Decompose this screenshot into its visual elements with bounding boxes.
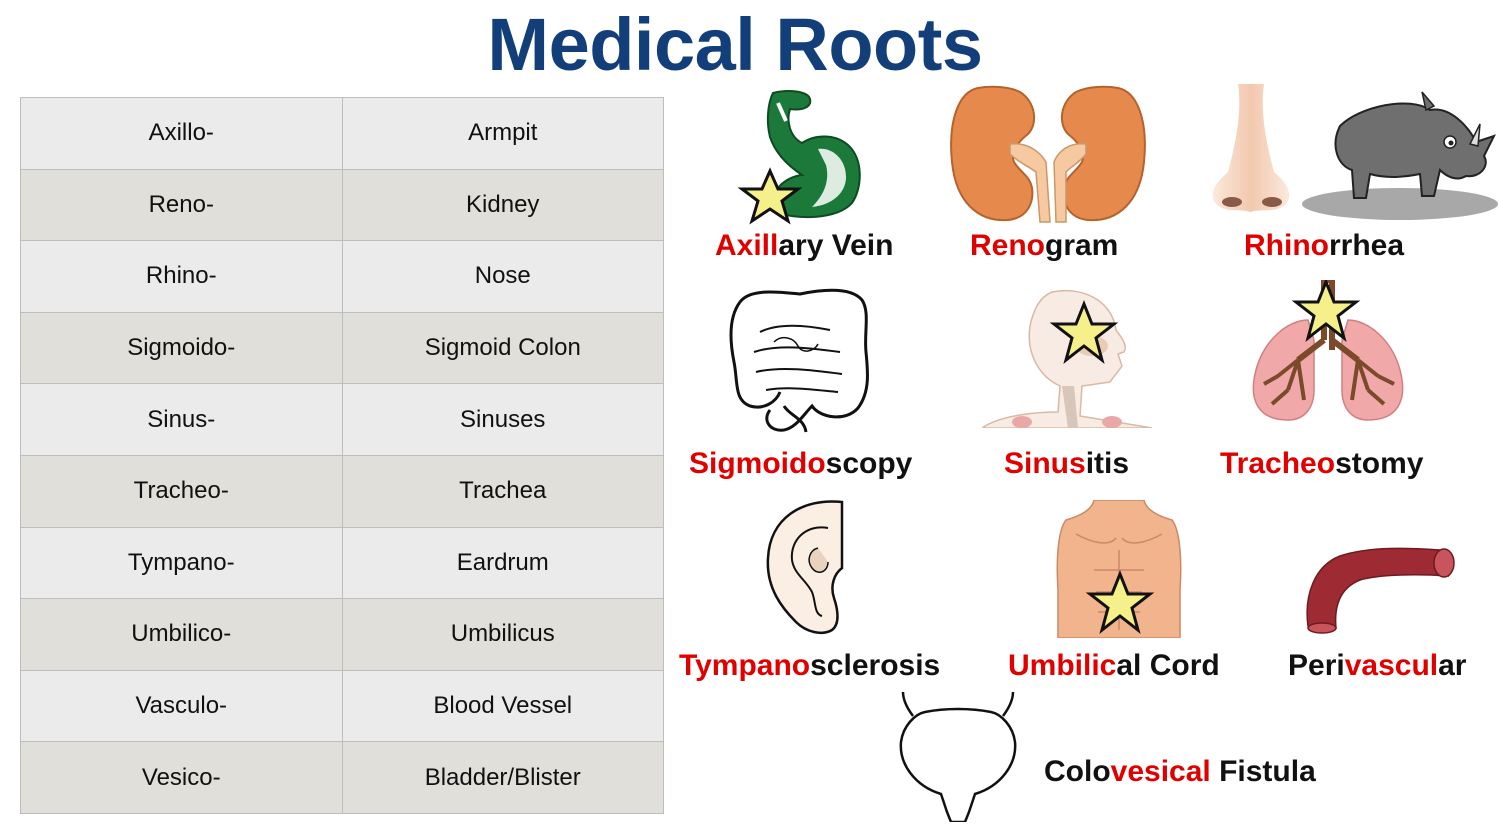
term-prefix: Colo (1044, 755, 1111, 788)
root-cell: Rhino- (20, 240, 343, 313)
meaning-cell: Umbilicus (341, 598, 664, 671)
ear-icon (766, 500, 844, 634)
term-axillary-vein: Axillary Vein (715, 228, 893, 264)
table-row: Vesico-Bladder/Blister (20, 741, 664, 814)
term-suffix: sclerosis (810, 649, 941, 682)
term-root: Axill (715, 229, 779, 262)
term-root: Tracheo (1220, 447, 1336, 480)
meaning-cell: Kidney (341, 168, 664, 242)
term-tracheostomy: Tracheostomy (1220, 446, 1423, 482)
term-suffix: Fistula (1210, 755, 1316, 788)
table-row: Vasculo-Blood Vessel (20, 669, 664, 743)
meaning-cell: Blood Vessel (341, 669, 664, 743)
term-root: Sigmoido (689, 447, 826, 480)
term-root: Reno (970, 229, 1045, 262)
root-cell: Reno- (20, 168, 343, 242)
table-row: Umbilico-Umbilicus (20, 598, 664, 671)
flexed-arm-icon (737, 90, 861, 225)
term-suffix: gram (1045, 229, 1119, 262)
table-row: Sinus-Sinuses (20, 383, 664, 456)
table-row: Rhino-Nose (20, 240, 664, 313)
root-cell: Vesico- (20, 741, 343, 814)
term-rhinorrhea: Rhinorrhea (1244, 228, 1404, 264)
table-row: Tympano-Eardrum (20, 526, 664, 600)
intestines-icon (729, 288, 870, 433)
rhinoceros-icon (1302, 91, 1498, 220)
root-cell: Umbilico- (20, 598, 343, 671)
table-row: Tracheo-Trachea (20, 454, 664, 528)
term-sigmoidoscopy: Sigmoidoscopy (689, 446, 912, 482)
term-root: vascul (1344, 649, 1439, 682)
meaning-cell: Sinuses (341, 383, 664, 456)
term-suffix: rrhea (1328, 229, 1405, 262)
term-perivascular: Perivascular (1288, 648, 1466, 684)
term-sinusitis: Sinusitis (1004, 446, 1129, 482)
root-cell: Sigmoido- (20, 311, 343, 385)
term-root: Umbilic (1008, 649, 1117, 682)
table-row: Axillo-Armpit (20, 97, 664, 170)
blood-vessel-icon (1306, 547, 1455, 634)
head-sinus-icon (982, 290, 1153, 428)
term-root: Tympano (679, 649, 811, 682)
root-cell: Axillo- (20, 97, 343, 170)
root-cell: Sinus- (20, 383, 343, 456)
meaning-cell: Nose (341, 240, 664, 313)
root-cell: Tracheo- (20, 454, 343, 528)
term-root: Sinus (1004, 447, 1086, 480)
torso-icon (1056, 500, 1182, 638)
meaning-cell: Bladder/Blister (341, 741, 664, 814)
term-colovesical-fistula: Colovesical Fistula (1044, 754, 1316, 790)
term-tympanosclerosis: Tympanosclerosis (679, 648, 940, 684)
meaning-cell: Armpit (341, 97, 664, 170)
meaning-cell: Eardrum (341, 526, 664, 600)
term-root: vesical (1110, 755, 1211, 788)
root-cell: Tympano- (20, 526, 343, 600)
term-renogram: Renogram (970, 228, 1118, 264)
page-title: Medical Roots (487, 3, 983, 86)
root-cell: Vasculo- (20, 669, 343, 743)
kidneys-icon (950, 85, 1146, 223)
term-root: Rhino (1244, 229, 1329, 262)
table-row: Reno-Kidney (20, 168, 664, 242)
term-suffix: al Cord (1116, 649, 1220, 682)
table-row: Sigmoido-Sigmoid Colon (20, 311, 664, 385)
term-umbilical-cord: Umbilical Cord (1008, 648, 1220, 684)
lungs-trachea-icon (1252, 280, 1404, 421)
meaning-cell: Sigmoid Colon (341, 311, 664, 385)
nose-icon (1212, 84, 1290, 212)
term-suffix: itis (1085, 447, 1130, 480)
meaning-cell: Trachea (341, 454, 664, 528)
term-suffix: ar (1438, 649, 1467, 682)
bladder-icon (899, 691, 1017, 822)
term-suffix: ary Vein (778, 229, 894, 262)
term-prefix: Peri (1288, 649, 1345, 682)
term-suffix: stomy (1335, 447, 1424, 480)
term-suffix: scopy (825, 447, 913, 480)
